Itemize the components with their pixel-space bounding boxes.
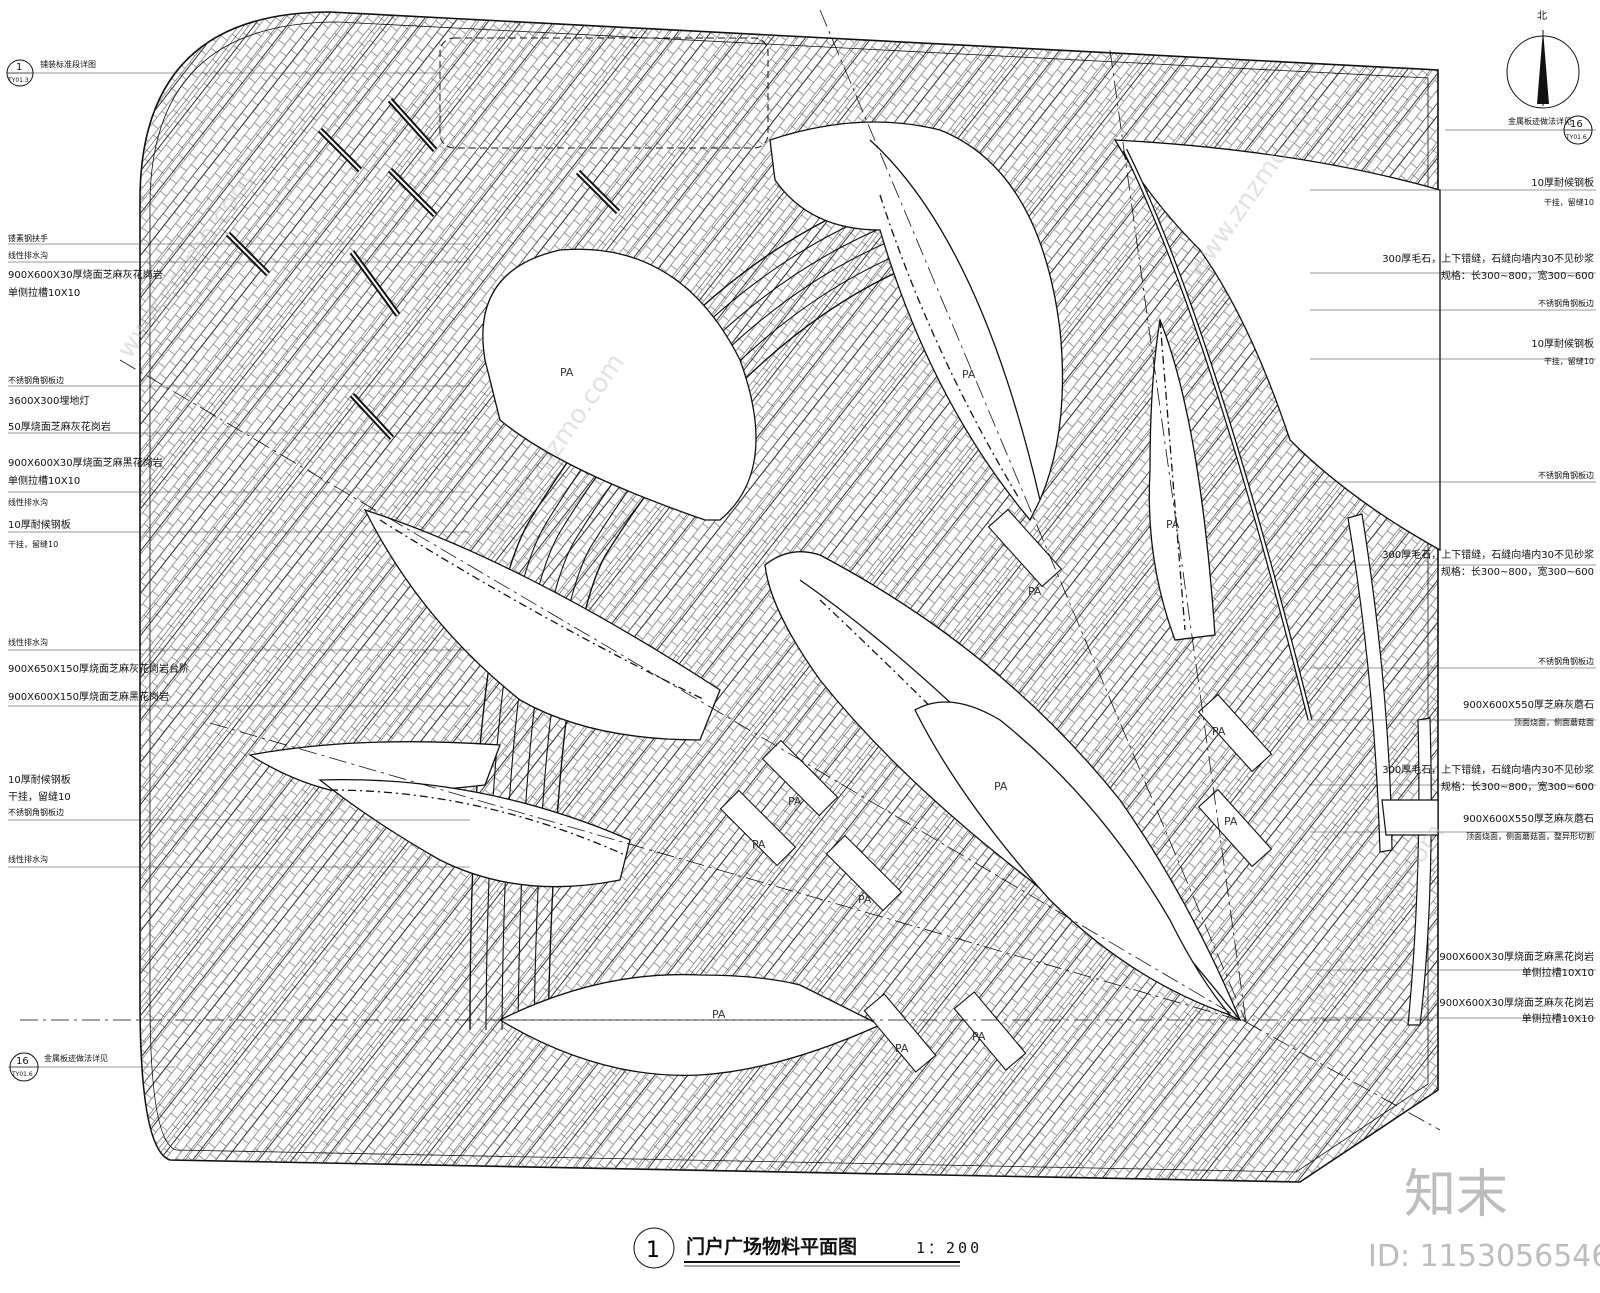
- right-leaders: [1310, 129, 1596, 1019]
- brand-id: ID: 1153056546: [1368, 1239, 1600, 1274]
- ref-bubble-top-right: 16 TY01.6 金属板迹做法详见: [1508, 115, 1593, 145]
- callout: 规格：长300~800，宽300~600: [1441, 269, 1594, 282]
- callout: 干挂，留缝10: [8, 790, 71, 803]
- callout: 规格：长300~800，宽300~600: [1441, 565, 1594, 578]
- callout: 300厚毛石，上下错缝，石缝向墙内30不见砂浆: [1382, 763, 1594, 776]
- drawing-title: 1 门户广场物料平面图 1：200: [633, 1227, 982, 1269]
- ref-bubble-top-left: 1 TY01.3 铺装标准段详图: [6, 59, 96, 87]
- pa-tag: PA: [1166, 518, 1180, 531]
- leaf-central-inner: [914, 701, 1233, 1017]
- svg-text:TY01.6: TY01.6: [11, 1071, 33, 1078]
- oval-planter: [482, 248, 757, 521]
- pa-tag: PA: [1224, 815, 1238, 828]
- svg-text:铺装标准段详图: 铺装标准段详图: [40, 59, 96, 69]
- leaf-left: [363, 508, 721, 741]
- pa-tag: PA: [560, 366, 574, 379]
- callout: 单侧拉槽10X10: [8, 474, 80, 487]
- leaf-bottom: [498, 973, 882, 1077]
- callout: 镂素钢扶手: [8, 233, 48, 243]
- callout: 单侧拉槽10X10: [8, 286, 80, 299]
- callout: 不锈钢角钢板边: [1538, 470, 1594, 480]
- callout: 10厚耐候钢板: [1531, 176, 1594, 189]
- callout: 不锈钢角钢板边: [1538, 656, 1594, 666]
- callout: 900X600X550厚芝麻灰蘑石: [1463, 698, 1594, 711]
- svg-text:金属板迹做法详见: 金属板迹做法详见: [44, 1053, 108, 1063]
- callout: 10厚耐候钢板: [8, 518, 71, 531]
- pa-tag: PA: [994, 780, 1008, 793]
- svg-text:TY01.3: TY01.3: [7, 77, 29, 84]
- leaf-mid-right: [1148, 317, 1216, 641]
- ref-bubble-bottom-left: 16 TY01.6 金属板迹做法详见: [9, 1052, 108, 1082]
- title-text: 门户广场物料平面图: [686, 1235, 857, 1258]
- title-scale: 1：200: [916, 1239, 982, 1257]
- callout: 900X600X30厚烧面芝麻黑花岗岩: [1439, 950, 1594, 963]
- pa-tag: PA: [1212, 725, 1226, 738]
- callout: 线性排水沟: [8, 637, 48, 647]
- callout: 规格：长300~800，宽300~600: [1441, 780, 1594, 793]
- callout: 顶面烧面，侧面蘑菇面: [1514, 717, 1594, 727]
- callout: 线性排水沟: [8, 497, 48, 507]
- callout: 900X600X30厚烧面芝麻灰花岗岩: [8, 268, 163, 281]
- pa-tag: PA: [1028, 585, 1042, 598]
- leaf-right-sail: [1113, 139, 1441, 552]
- title-number: 1: [646, 1238, 660, 1263]
- callout: 线性排水沟: [8, 854, 48, 864]
- right-callouts: 10厚耐候钢板 干挂，留缝10 300厚毛石，上下错缝，石缝向墙内30不见砂浆 …: [1382, 176, 1594, 1025]
- callout: 10厚耐候钢板: [8, 773, 71, 786]
- callout: 900X600X30厚烧面芝麻黑花岗岩: [8, 456, 163, 469]
- pa-tag: PA: [712, 1008, 726, 1021]
- brand-logo: 知末: [1404, 1165, 1508, 1225]
- callout: 300厚毛石，上下错缝，石缝向墙内30不见砂浆: [1382, 548, 1594, 561]
- callout: 干挂，留缝10: [1544, 356, 1594, 366]
- callout: 10厚耐候钢板: [1531, 337, 1594, 350]
- north-arrow: 北: [1506, 10, 1580, 109]
- pa-tag: PA: [752, 838, 766, 851]
- callout: 900X650X150厚烧面芝麻灰花岗岩台阶: [8, 662, 189, 675]
- svg-text:16: 16: [16, 1056, 29, 1067]
- callout: 不锈钢角钢板边: [1538, 298, 1594, 308]
- callout: 单侧拉槽10X10: [1522, 966, 1594, 979]
- left-leaders: [8, 72, 470, 1068]
- pa-tag: PA: [858, 893, 872, 906]
- callout: 线性排水沟: [8, 250, 48, 260]
- grid-axes: [20, 9, 1441, 1131]
- steel-walls: [1347, 513, 1439, 1026]
- callout: 300厚毛石，上下错缝，石缝向墙内30不见砂浆: [1382, 252, 1594, 265]
- leaf-top: [769, 121, 1064, 522]
- callout: 900X600X30厚烧面芝麻灰花岗岩: [1439, 996, 1594, 1009]
- left-callouts: 镂素钢扶手 线性排水沟 900X600X30厚烧面芝麻灰花岗岩 单侧拉槽10X1…: [8, 233, 189, 864]
- leaf-left-lower: [318, 779, 631, 888]
- dashed-zone: [439, 37, 769, 149]
- pa-tag: PA: [972, 1030, 986, 1043]
- pa-tags: PA PA PA PA PA PA PA PA PA PA PA PA PA: [560, 366, 1238, 1055]
- svg-text:1: 1: [16, 62, 22, 73]
- callout: 900X600X550厚芝麻灰蘑石: [1463, 812, 1594, 825]
- pa-tag: PA: [788, 795, 802, 808]
- callout: 900X600X150厚烧面芝麻黑花岗岩: [8, 690, 169, 703]
- callout: 顶面烧面，侧面蘑菇面，整异形切割: [1466, 831, 1594, 841]
- svg-text:16: 16: [1570, 119, 1583, 130]
- brand-watermark: 知末 ID: 1153056546: [1368, 1165, 1600, 1274]
- callout: 不锈钢角钢板边: [8, 807, 64, 817]
- callout: 不锈钢角钢板边: [8, 375, 64, 385]
- svg-text:金属板迹做法详见: 金属板迹做法详见: [1508, 116, 1572, 126]
- callout: 50厚烧面芝麻灰花岗岩: [8, 420, 111, 433]
- callout: 干挂，留缝10: [1544, 197, 1594, 207]
- planting-beds: [248, 121, 1441, 1077]
- pa-tag: PA: [895, 1042, 909, 1055]
- pa-tag: PA: [962, 368, 976, 381]
- callout: 3600X300埋地灯: [8, 394, 89, 407]
- svg-text:TY01.6: TY01.6: [1565, 134, 1587, 141]
- callout: 干挂，留缝10: [8, 539, 58, 549]
- callout: 单侧拉槽10X10: [1522, 1012, 1594, 1025]
- stone-blocks: [719, 508, 1273, 1073]
- north-label: 北: [1537, 10, 1547, 22]
